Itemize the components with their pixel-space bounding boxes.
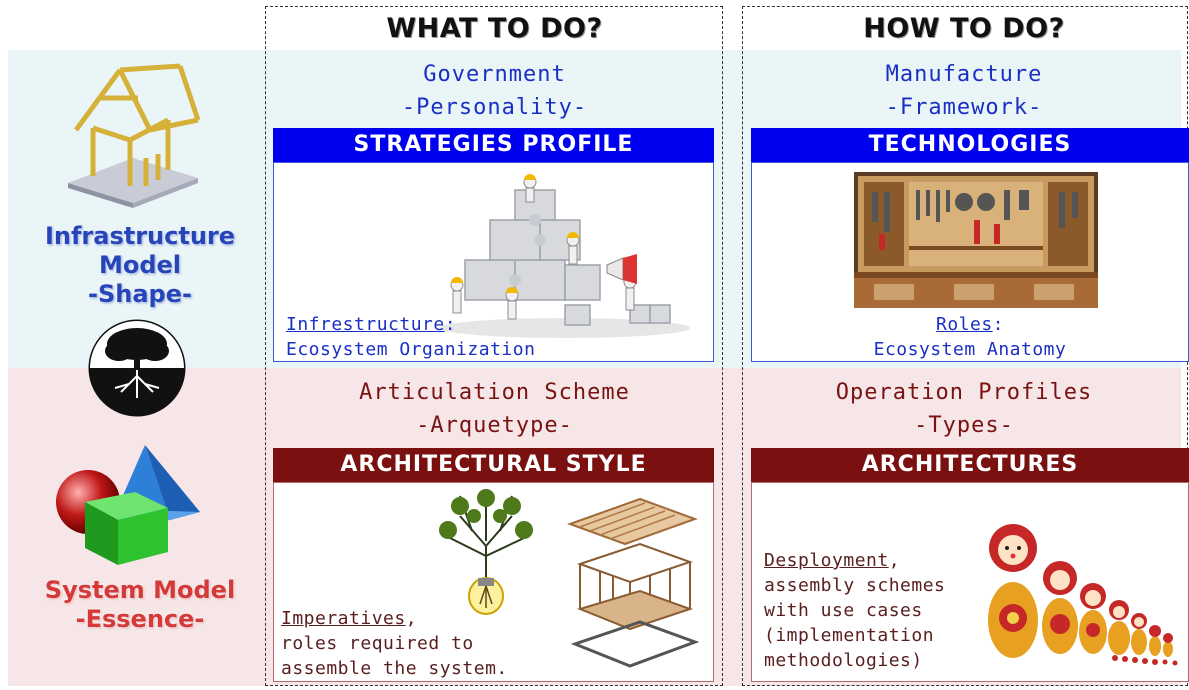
articulation-scheme-title: Articulation Scheme <box>359 380 630 405</box>
roles-colon: : <box>992 314 1005 335</box>
operation-profiles-title: Operation Profiles <box>835 380 1093 405</box>
puzzle-team-image <box>440 174 690 338</box>
roles-caption: Roles: Ecosystem Anatomy <box>751 312 1189 362</box>
personality-subtitle: -Personality- <box>401 95 588 120</box>
system-label-line2: -Essence- <box>75 605 205 633</box>
assembly-schemes-text: assembly schemes <box>764 575 946 596</box>
roles-term: Roles <box>935 314 993 335</box>
manufacture-title: Manufacture <box>885 62 1043 87</box>
desployment-term: Desployment <box>764 550 889 571</box>
imperatives-comma: , <box>405 608 418 629</box>
infrastructure-label-line3: -Shape- <box>88 280 192 308</box>
implementation-text: (implementation <box>764 625 935 646</box>
tree-yin-yang-icon <box>88 319 186 417</box>
ecosystem-anatomy-text: Ecosystem Anatomy <box>873 339 1067 360</box>
architectures-bar: ARCHITECTURES <box>751 448 1189 482</box>
types-subtitle: -Types- <box>914 413 1014 438</box>
nesting-dolls-image <box>988 524 1178 666</box>
tree-lightbulb-image <box>439 489 533 615</box>
with-use-cases-text: with use cases <box>764 600 923 621</box>
imperatives-caption: Imperatives, roles required to assemble … <box>281 606 508 681</box>
what-column-frame <box>265 6 723 686</box>
desployment-comma: , <box>888 550 901 571</box>
how-column-header: HOW TO DO? <box>744 8 1184 50</box>
imperatives-term: Imperatives <box>281 608 406 629</box>
system-model-label: System Model -Essence- <box>20 576 260 634</box>
methodologies-text: methodologies) <box>764 650 923 671</box>
strategies-profile-bar: STRATEGIES PROFILE <box>273 128 714 162</box>
house-frame-icon <box>68 63 201 208</box>
infrestructure-term: Infrestructure <box>286 314 445 335</box>
infrastructure-label-line2: Model <box>98 251 182 279</box>
infrastructure-model-label: Infrastructure Model -Shape- <box>20 222 260 309</box>
desployment-caption: Desployment, assembly schemes with use c… <box>764 548 945 673</box>
tool-cabinet-image <box>854 172 1098 308</box>
ecosystem-organization-text: Ecosystem Organization <box>286 339 536 360</box>
system-label-line1: System Model <box>44 576 236 604</box>
arquetype-subtitle: -Arquetype- <box>416 413 573 438</box>
architectural-style-bar: ARCHITECTURAL STYLE <box>273 448 714 482</box>
framework-subtitle: -Framework- <box>885 95 1043 120</box>
what-column-header: WHAT TO DO? <box>267 8 722 50</box>
government-title: Government <box>423 62 566 87</box>
infrastructure-caption: Infrestructure: Ecosystem Organization <box>286 312 535 362</box>
roles-required-text: roles required to <box>281 633 474 654</box>
geometric-shapes-icon <box>56 445 200 565</box>
infrestructure-colon: : <box>444 314 457 335</box>
building-frame-image <box>567 497 700 668</box>
infrastructure-label-line1: Infrastructure <box>44 222 236 250</box>
technologies-bar: TECHNOLOGIES <box>751 128 1189 162</box>
assemble-system-text: assemble the system. <box>281 658 508 679</box>
